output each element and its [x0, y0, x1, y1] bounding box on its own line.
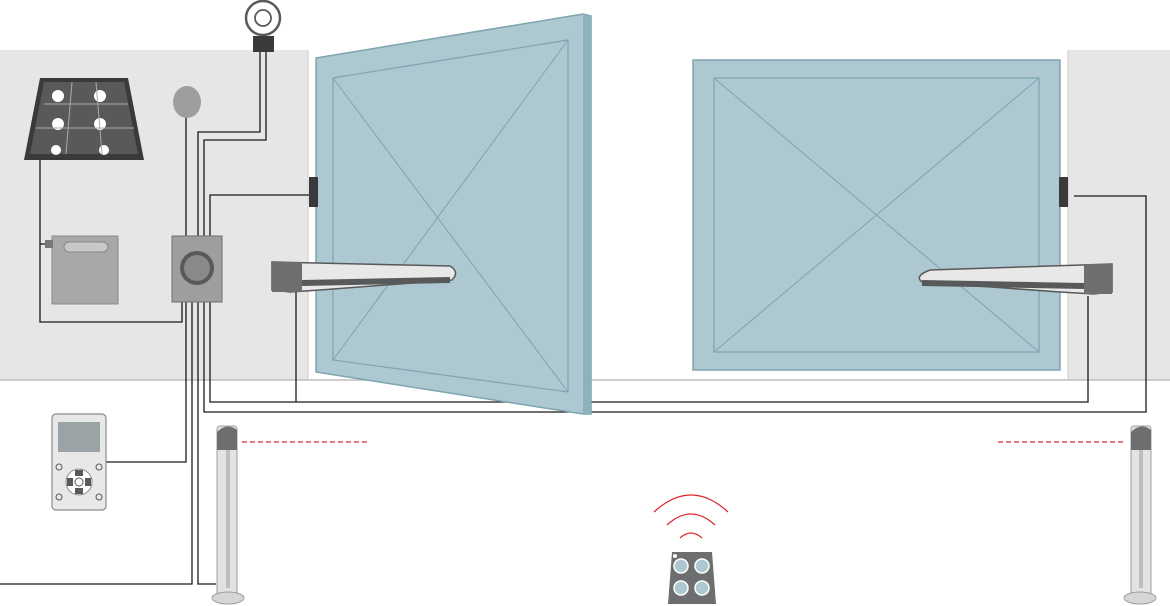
hinge-box-left [309, 177, 318, 207]
keypad-control [51, 413, 107, 511]
solar-panel [24, 78, 144, 160]
gate-right-leaf [692, 59, 1061, 371]
right-wall [1068, 50, 1170, 380]
gate-left-leaf [315, 13, 592, 415]
photocell-right [1123, 425, 1157, 605]
actuator-left [271, 261, 457, 293]
radio-signal [653, 494, 729, 539]
antenna [244, 0, 282, 52]
wiring [0, 52, 1147, 585]
actuator-right [918, 263, 1113, 295]
control-unit [171, 235, 223, 303]
battery-box [45, 235, 119, 305]
remote-control [668, 552, 716, 604]
walls [0, 50, 1170, 381]
flashing-light [173, 86, 201, 118]
photocell-left [211, 425, 245, 605]
hinge-box-right [1059, 177, 1068, 207]
